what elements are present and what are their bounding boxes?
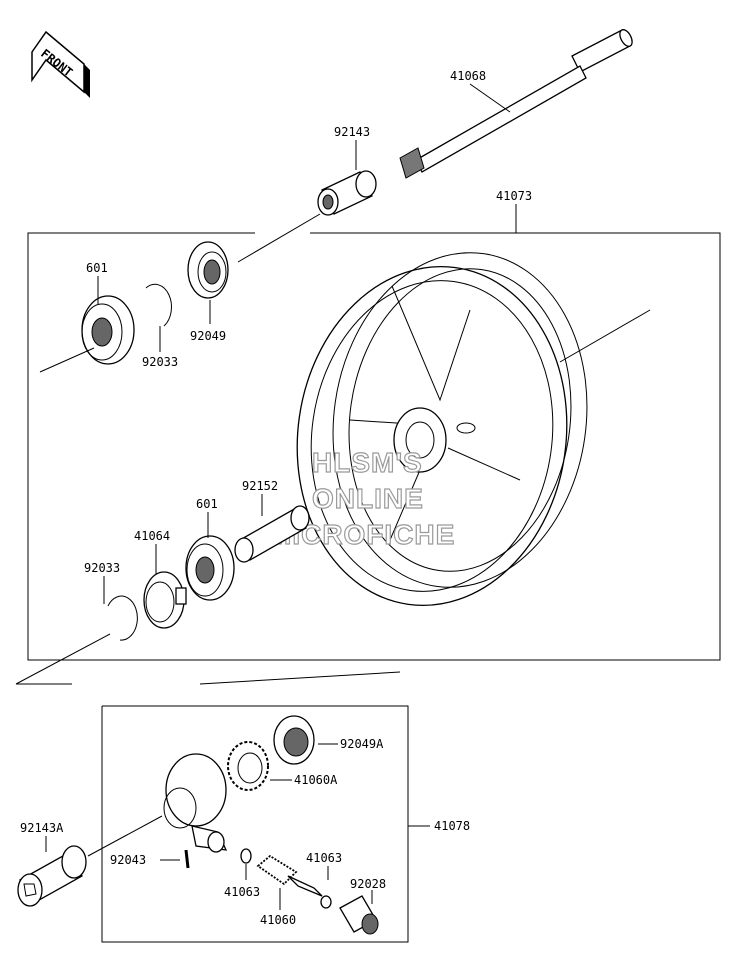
gearbox-group-frame: [101, 705, 409, 943]
label-collar-top: 92143: [334, 125, 370, 139]
collar-part: [317, 170, 377, 216]
label-circlip-mid: 92033: [84, 561, 120, 575]
watermark-line1: HLSM'S: [312, 447, 423, 478]
wheel-part: [296, 252, 588, 607]
pin-part: [184, 849, 190, 869]
pinion-part: [256, 854, 323, 897]
label-wheel: 41073: [496, 189, 532, 203]
label-coupling: 41064: [134, 529, 170, 543]
label-bushing: 92028: [350, 877, 386, 891]
gearbox-housing-part: [163, 753, 228, 853]
coupling-part: [143, 571, 187, 629]
bushing-part: [339, 895, 379, 935]
label-bearing-top: 601: [86, 261, 108, 275]
label-gear: 41060A: [294, 773, 338, 787]
bearing-mid-part: [185, 535, 235, 601]
label-seal-gear: 92049A: [340, 737, 384, 751]
label-circlip-top: 92033: [142, 355, 178, 369]
label-seal-top: 92049: [190, 329, 226, 343]
label-pin: 92043: [110, 853, 146, 867]
seal-top-part: [187, 241, 229, 299]
label-washer-right: 41063: [306, 851, 342, 865]
collar-a-part: [17, 845, 87, 907]
label-pinion: 41060: [260, 913, 296, 927]
watermark-line2: ONLINE: [312, 483, 424, 514]
wheel-group-frame: [27, 232, 721, 661]
circlip-mid-part: [107, 595, 138, 641]
label-washer-left: 41063: [224, 885, 260, 899]
front-arrow-icon: FRONT: [31, 30, 90, 98]
gear-part: [227, 741, 269, 791]
label-gearbox-assy: 41078: [434, 819, 470, 833]
axle-part: [399, 29, 633, 179]
washer-left-part: [240, 848, 252, 864]
label-axle: 41068: [450, 69, 486, 83]
spacer-part: [234, 505, 310, 563]
bearing-top-part: [81, 295, 135, 365]
seal-gear-part: [273, 715, 315, 765]
label-spacer: 92152: [242, 479, 278, 493]
label-collar-a: 92143A: [20, 821, 64, 835]
washer-right-part: [320, 895, 332, 909]
circlip-top-part: [145, 283, 172, 327]
label-bearing-mid: 601: [196, 497, 218, 511]
